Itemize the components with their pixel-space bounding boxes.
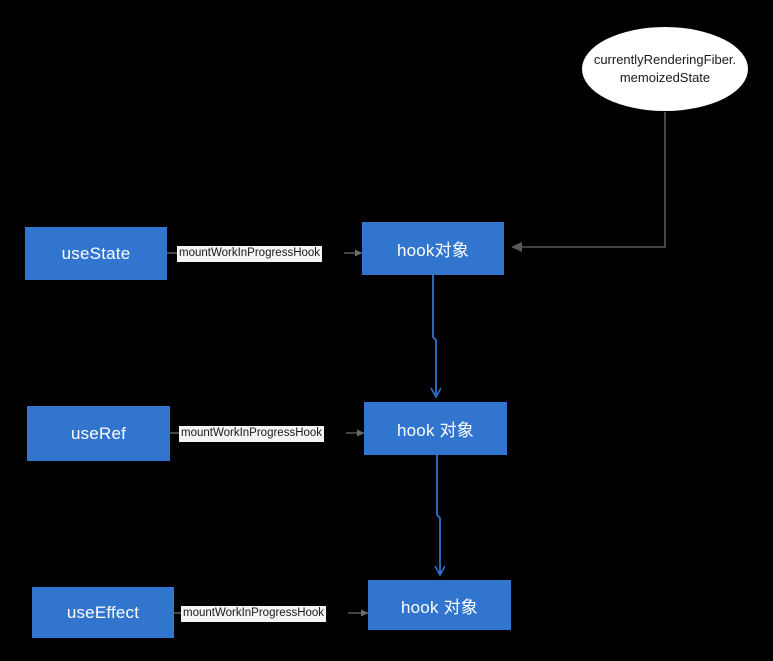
edge-label-usestate-text: mountWorkInProgressHook [179,247,321,259]
node-usestate[interactable]: useState [25,227,167,280]
edge-label-usestate: mountWorkInProgressHook [177,246,323,262]
node-useref[interactable]: useRef [27,406,170,461]
edge-hook1-to-hook2 [433,275,436,396]
node-hook-object-1-label: hook对象 [396,241,470,260]
node-hook-object-3-label: hook 对象 [401,597,478,617]
node-currently-rendering-fiber[interactable]: currentlyRenderingFiber. memoizedState [581,26,749,112]
edge-label-useref: mountWorkInProgressHook [179,426,325,442]
node-hook-object-2-label: hook 对象 [397,421,474,440]
edge-label-useref-text: mountWorkInProgressHook [181,427,323,439]
ellipse-line-1: currentlyRenderingFiber. [593,52,737,68]
node-hook-object-1[interactable]: hook对象 [362,222,504,275]
node-useref-label: useRef [70,423,127,443]
node-useeffect-label: useEffect [66,602,140,622]
node-hook-object-2[interactable]: hook 对象 [364,402,507,455]
edge-label-useeffect-text: mountWorkInProgressHook [183,607,325,619]
edge-fiber-to-hook1 [511,112,666,252]
node-hook-object-3[interactable]: hook 对象 [368,580,511,630]
ellipse-text-wrapper: currentlyRenderingFiber. memoizedState [594,51,736,86]
edge-label-useeffect: mountWorkInProgressHook [181,606,327,622]
edge-hook2-to-hook3 [437,455,440,574]
node-usestate-label: useState [61,243,131,263]
node-useeffect[interactable]: useEffect [32,587,174,638]
ellipse-line-2: memoizedState [619,70,711,85]
